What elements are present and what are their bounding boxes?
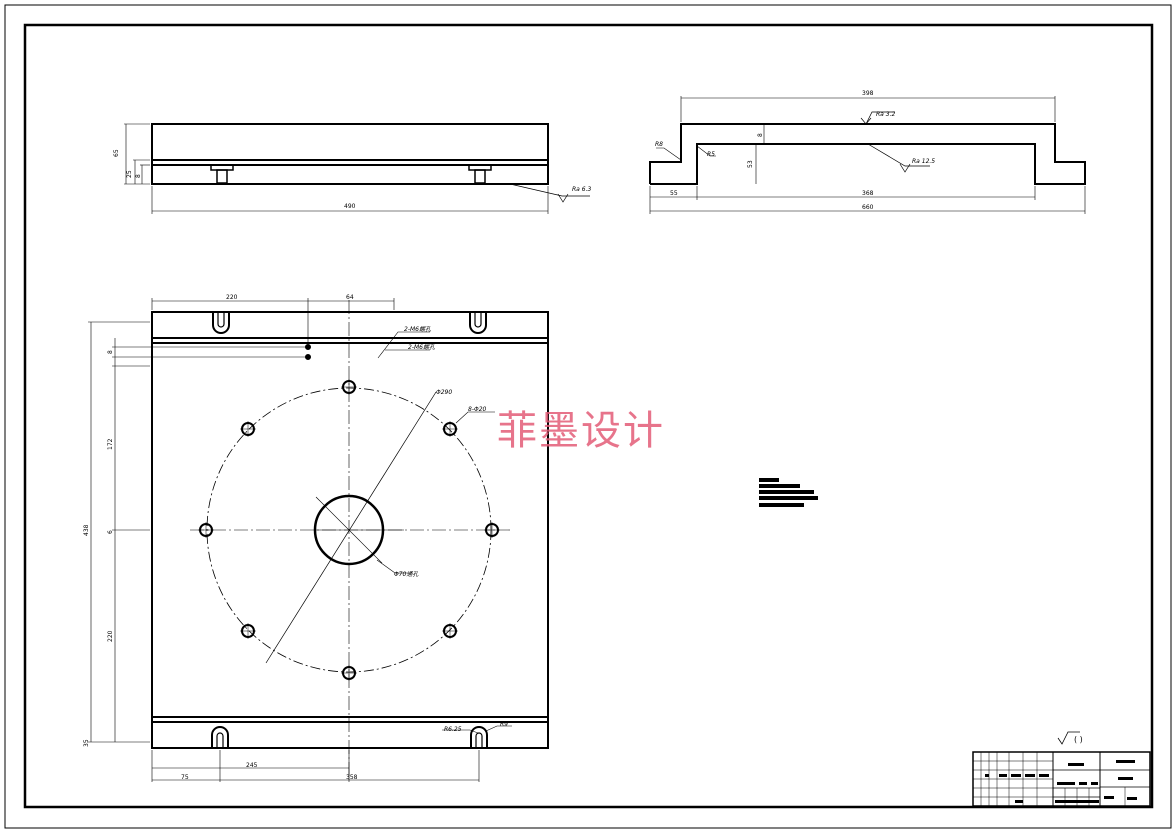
front-height-small: 25: [126, 170, 133, 178]
roughness-symbol-text: ( ): [1074, 735, 1083, 744]
side-height: 53: [747, 160, 754, 168]
roughness-symbol: [1057, 731, 1080, 745]
plan-body: [151, 311, 549, 749]
outer-border: [4, 4, 1172, 829]
plan-pcd: Φ290: [436, 389, 452, 396]
title-block: [972, 751, 1151, 807]
front-view: [124, 123, 590, 214]
plan-bottom-left-2: 245: [246, 762, 258, 769]
side-profile: [649, 123, 1086, 185]
plan-slot-radius: R6.25: [444, 726, 462, 733]
side-bottom-left: 55: [670, 190, 678, 197]
plan-top-left-dim: 220: [226, 294, 238, 301]
plan-slot-radius2: R9: [500, 721, 508, 728]
plan-left-small-2: 6: [107, 530, 114, 534]
side-top-width: 398: [862, 90, 874, 97]
plan-hole-note: 2-M6螺孔: [408, 343, 436, 351]
plan-upper-height: 172: [107, 438, 114, 450]
technical-notes: [759, 478, 818, 507]
plan-bore-note: Φ70通孔: [394, 571, 419, 578]
plan-top-center-dim: 64: [346, 294, 354, 301]
side-radius-left: R8: [655, 141, 663, 148]
plan-view: [88, 298, 549, 782]
front-height-total: 65: [113, 149, 120, 157]
watermark: 菲墨设计: [497, 408, 665, 454]
front-body: [151, 123, 549, 185]
plan-lower-height: 220: [107, 630, 114, 642]
plan-left-bottom: 35: [83, 739, 90, 747]
side-thickness: 8: [757, 133, 764, 137]
plan-bottom-total: 358: [346, 774, 358, 781]
plan-bottom-left-1: 75: [181, 774, 189, 781]
side-inner-width: 368: [862, 190, 874, 197]
side-total-width: 660: [862, 204, 874, 211]
side-radius-inner: R5: [707, 151, 715, 158]
plan-holes-note: 8-Φ20: [468, 406, 487, 413]
plan-left-small-1: 8: [107, 350, 114, 354]
side-roughness-inner: Ra 12.5: [912, 158, 935, 165]
title-block-redacted: [985, 760, 1137, 803]
plan-total-height: 438: [83, 524, 90, 536]
front-roughness: Ra 6.3: [572, 186, 591, 193]
inner-frame: [23, 23, 1154, 809]
plan-slot-note: 2-M6螺孔: [404, 325, 432, 333]
side-view: [649, 96, 1086, 214]
front-width-total: 490: [344, 203, 356, 210]
front-height-tiny: 8: [135, 174, 142, 178]
side-roughness-top: Ra 3.2: [876, 111, 895, 118]
